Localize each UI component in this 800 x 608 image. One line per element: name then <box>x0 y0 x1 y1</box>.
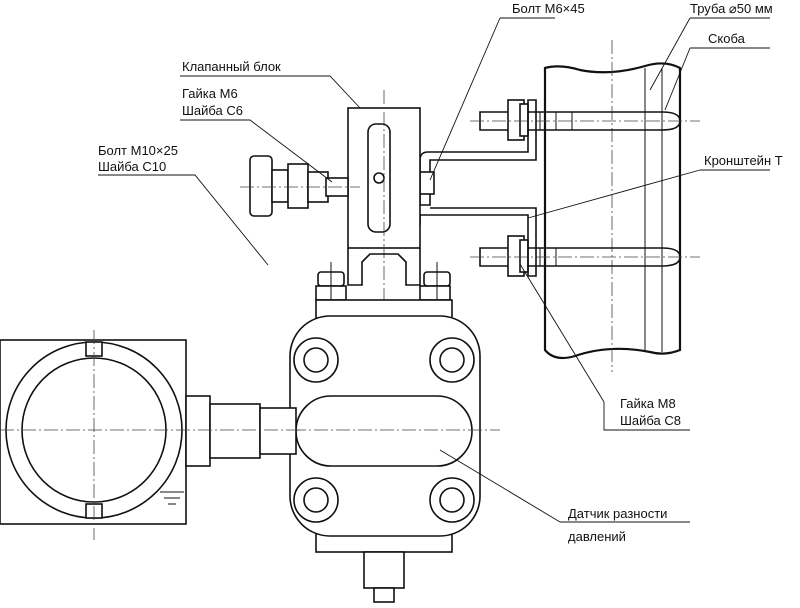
label-pipe: Труба ⌀50 мм <box>690 1 773 16</box>
label-sensor-line1: Датчик разности <box>568 506 667 521</box>
u-bolt-lower <box>470 235 700 277</box>
valve-handle <box>240 155 360 217</box>
labels: Болт М6×45 Труба ⌀50 мм Скоба Клапанный … <box>98 1 783 544</box>
label-valve-block: Клапанный блок <box>182 59 281 74</box>
label-washer-c6: Шайба С6 <box>182 103 243 118</box>
label-sensor-line2: давлений <box>568 529 626 544</box>
label-bolt-m6: Болт М6×45 <box>512 1 585 16</box>
pipe <box>543 40 682 372</box>
label-nut-m6: Гайка М6 <box>182 86 238 101</box>
label-bracket-t: Кронштейн Т <box>704 153 783 168</box>
transmitter-housing <box>0 330 300 540</box>
u-bolt-upper <box>470 99 700 141</box>
label-nut-m8: Гайка М8 <box>620 396 676 411</box>
label-bracket-clamp: Скоба <box>708 31 746 46</box>
label-washer-c8: Шайба С8 <box>620 413 681 428</box>
label-bolt-m10: Болт М10×25 <box>98 143 178 158</box>
sensor-body <box>270 299 500 603</box>
label-washer-c10: Шайба С10 <box>98 159 166 174</box>
leader-lines <box>98 17 770 523</box>
